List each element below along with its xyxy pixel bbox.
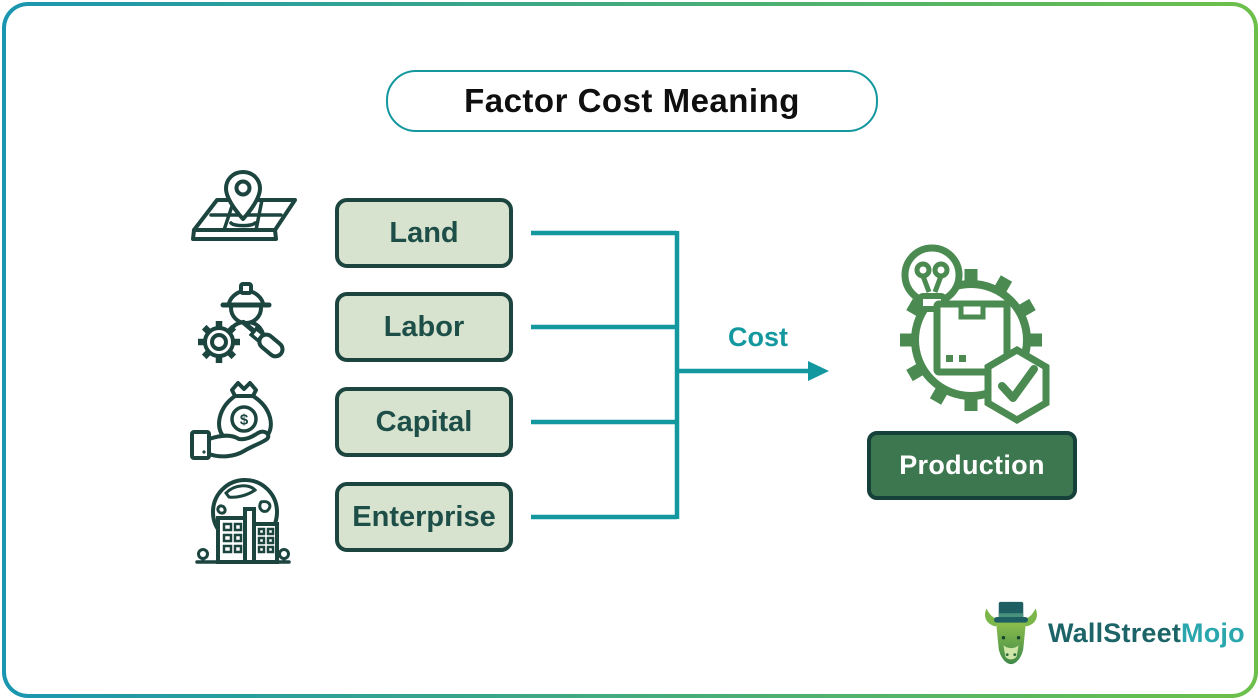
cost-arrow-label: Cost: [728, 322, 788, 352]
factor-box-capital: Capital: [335, 387, 513, 457]
brand-part2: Mojo: [1181, 617, 1245, 648]
brand-wordmark: WallStreetMojo: [1048, 618, 1245, 649]
construction-worker-icon: [190, 272, 296, 370]
production-box: Production: [867, 431, 1077, 500]
bull-mascot-icon: [982, 600, 1040, 666]
globe-buildings-icon: [190, 472, 296, 566]
svg-text:$: $: [240, 412, 249, 429]
page-title-text: Factor Cost Meaning: [464, 82, 800, 119]
money-bag-hand-icon: $: [188, 376, 294, 466]
brand-logo: WallStreetMojo: [982, 600, 1245, 666]
production-gear-icon: [885, 240, 1051, 428]
production-label: Production: [899, 450, 1045, 480]
factor-label: Enterprise: [352, 500, 496, 533]
map-location-icon: [182, 168, 304, 258]
factor-label: Capital: [375, 405, 473, 438]
factor-box-enterprise: Enterprise: [335, 482, 513, 552]
factor-label: Labor: [383, 310, 465, 343]
factor-box-land: Land: [335, 198, 513, 268]
brand-part1: WallStreet: [1048, 617, 1182, 648]
factor-box-labor: Labor: [335, 292, 513, 362]
factor-label: Land: [389, 216, 459, 249]
page-title: Factor Cost Meaning: [386, 70, 878, 132]
